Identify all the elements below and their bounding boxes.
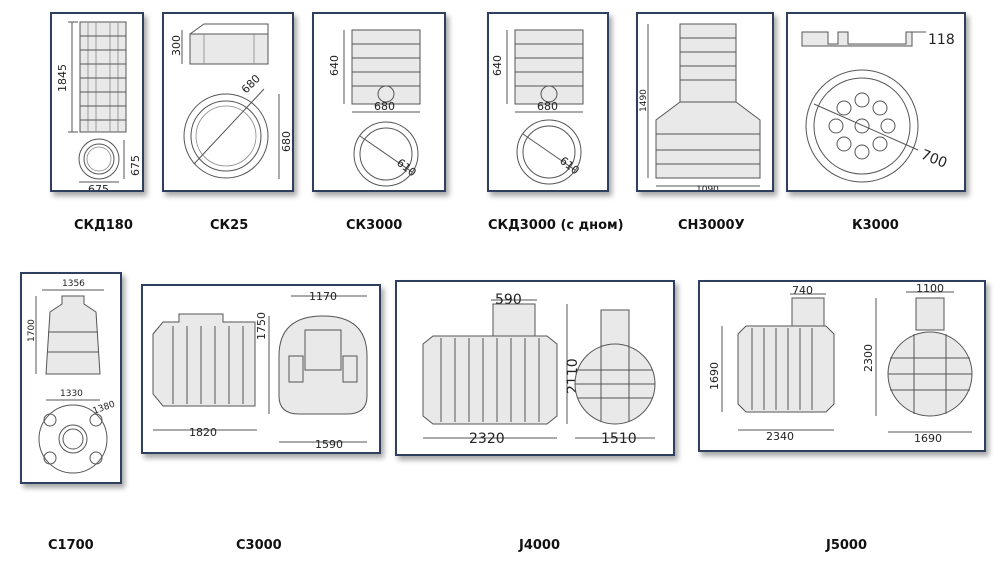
tank-top-outer: [38, 404, 108, 474]
base-body: [655, 101, 761, 179]
dim-width: 680: [537, 100, 558, 113]
end-neck: [600, 309, 630, 347]
dim-height: 300: [170, 35, 183, 56]
drawing-j5000: 740 1690 2340 1100 2300 1690: [708, 282, 973, 445]
product-card-sn3000u: 1490 1090: [636, 12, 774, 192]
dim-width: 1690: [914, 432, 942, 445]
dim-width: 675: [129, 155, 142, 176]
dim-width: 680: [280, 131, 293, 152]
dim-height: 1750: [255, 312, 268, 340]
lid-side: [801, 31, 913, 47]
dim-diameter: 680: [239, 72, 263, 96]
dim-diameter: 700: [919, 147, 950, 172]
ring-body: [189, 33, 269, 65]
caption-j4000: J4000: [519, 538, 561, 553]
product-card-j4000: 590 2320 2110 1510: [395, 280, 675, 456]
end-neck: [915, 297, 945, 331]
drawing-skd180: 1845 675 675: [56, 21, 142, 192]
dim-height-side: 1690: [708, 362, 721, 390]
drawing-sn3000u: 1490 1090: [639, 23, 761, 192]
dim-length: 2320: [469, 431, 505, 447]
tank-side: [45, 295, 101, 375]
caption-sn3000u: СН3000У: [678, 218, 745, 233]
drawing-skd3000: 640 680 610: [491, 29, 584, 185]
caption-skd180: СКД180: [74, 218, 133, 233]
lid-outer: [805, 69, 919, 183]
dim-height: 118: [928, 32, 955, 48]
dim-height: 1700: [27, 319, 37, 342]
dim-neck-width: 740: [792, 284, 813, 297]
dim-neck-width-end: 1100: [916, 282, 944, 295]
product-card-sk25: 300 680 680: [162, 12, 294, 192]
dim-width: 680: [374, 100, 395, 113]
neck-body: [679, 23, 737, 103]
dim-height: 1845: [56, 64, 69, 92]
dim-width: 1510: [601, 431, 637, 447]
dim-width-bottom: 1330: [60, 389, 83, 399]
shaft-body: [514, 29, 584, 105]
dim-width-top: 1356: [62, 279, 85, 289]
dim-diameter: 1380: [92, 399, 117, 416]
caption-k3000: К3000: [852, 218, 899, 233]
tank-end: [278, 315, 368, 415]
product-card-skd3000: 640 680 610: [487, 12, 609, 192]
product-card-c3000: 1820 1170 1750 1590: [141, 284, 381, 454]
drawing-c3000: 1820 1170 1750 1590: [152, 290, 368, 451]
product-card-k3000: 118 700: [786, 12, 966, 192]
dim-height: 2300: [862, 344, 875, 372]
product-card-sk3000: 640 680 610: [312, 12, 446, 192]
dim-width-top: 1170: [309, 290, 337, 303]
dim-diameter: 675: [88, 183, 109, 192]
product-card-j5000: 740 1690 2340 1100 2300 1690: [698, 280, 986, 452]
dim-diameter: 610: [394, 156, 419, 179]
dim-length: 1820: [189, 426, 217, 439]
product-card-c1700: 1356 1700 1330 1380: [20, 272, 122, 484]
tank-side: [152, 313, 256, 407]
tank-side: [737, 325, 835, 413]
caption-sk25: СК25: [210, 218, 249, 233]
caption-j5000: J5000: [826, 538, 868, 553]
dim-height: 1490: [639, 89, 649, 112]
tank-neck: [492, 303, 536, 337]
drawing-sk3000: 640 680 610: [328, 29, 421, 187]
dim-diameter: 610: [557, 154, 582, 177]
caption-skd3000: СКД3000 (с дном): [488, 218, 624, 233]
dim-width: 1090: [696, 185, 719, 192]
drawing-sk25: 300 680 680: [170, 23, 293, 179]
dim-length: 2340: [766, 430, 794, 443]
drawing-k3000: 118 700: [801, 31, 955, 183]
dim-width-bottom: 1590: [315, 438, 343, 451]
tank-neck: [791, 297, 825, 329]
caption-sk3000: СК3000: [346, 218, 403, 233]
product-card-skd180: 1845 675 675: [50, 12, 144, 192]
tank-side: [422, 335, 558, 425]
dim-height: 640: [491, 55, 504, 76]
caption-c1700: С1700: [48, 538, 94, 553]
shaft-body: [79, 21, 127, 133]
drawing-j4000: 590 2320 2110 1510: [422, 292, 656, 447]
dim-height: 640: [328, 55, 341, 76]
caption-c3000: С3000: [236, 538, 282, 553]
shaft-body: [351, 29, 421, 105]
drawing-c1700: 1356 1700 1330 1380: [27, 279, 117, 474]
